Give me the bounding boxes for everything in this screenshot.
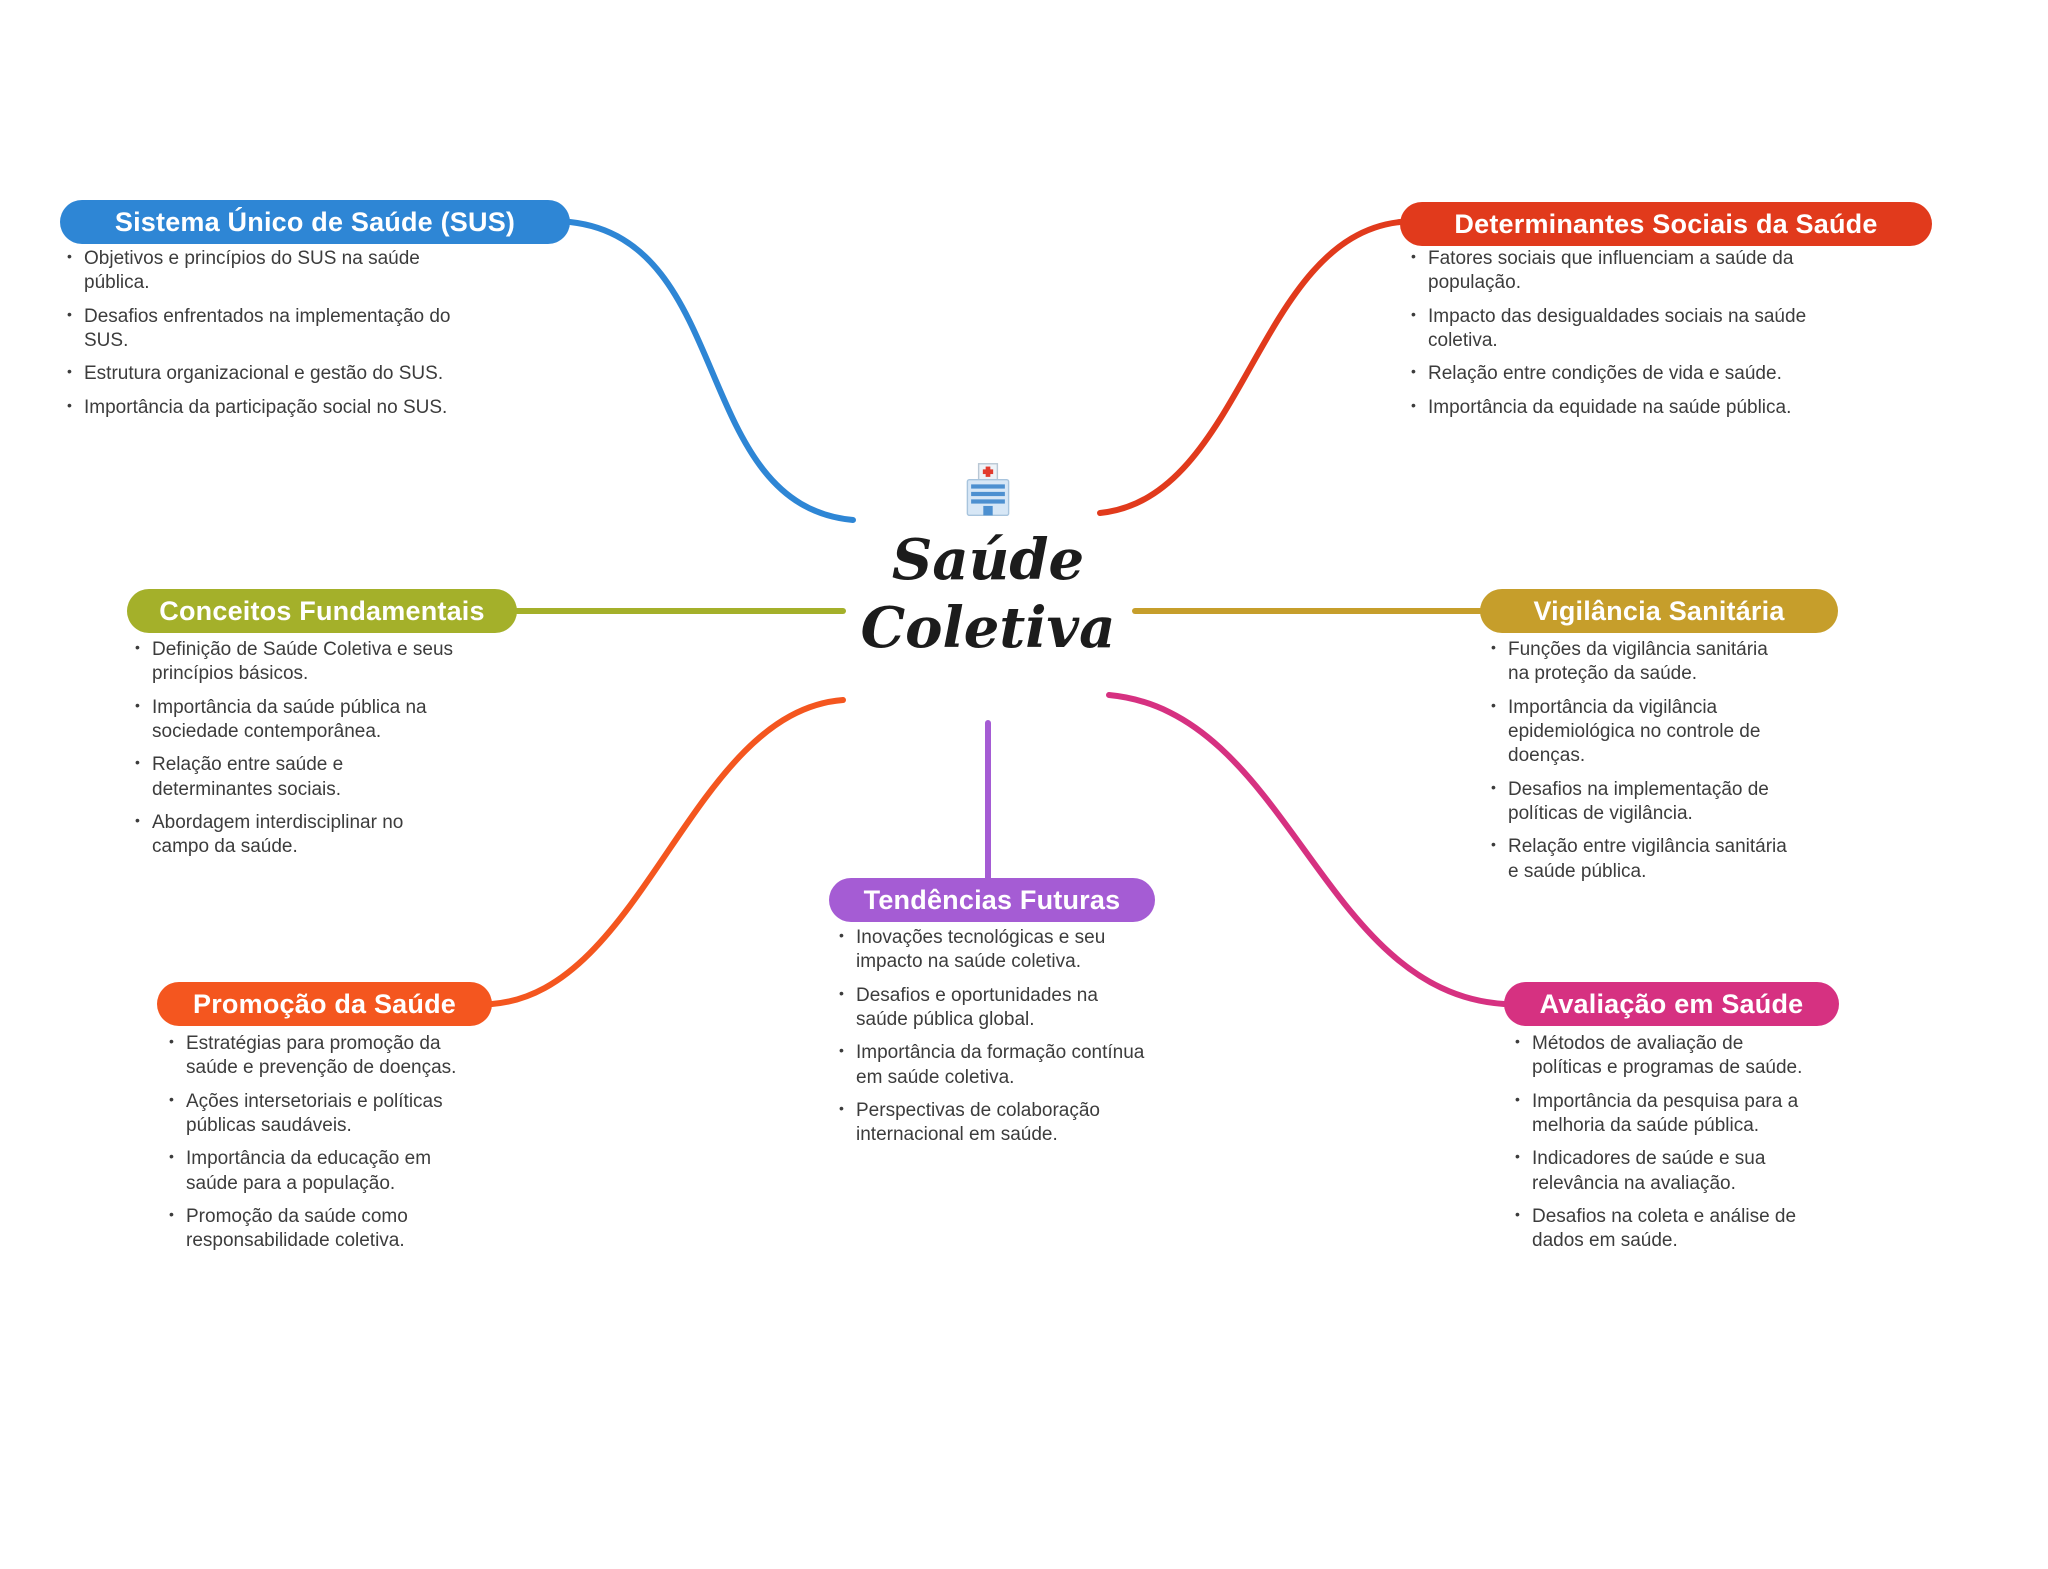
center-title-line-1: Saúde [891,527,1085,593]
branch-determinantes-label: Determinantes Sociais da Saúde [1454,208,1878,239]
list-item: Estrutura organizacional e gestão do SUS… [64,362,484,386]
list-item: Desafios e oportunidades na saúde públic… [836,984,1151,1033]
branch-vigilancia-pill: Vigilância Sanitária [1480,589,1838,633]
list-item: Importância da equidade na saúde pública… [1408,396,1828,420]
branch-avaliacao-label: Avaliação em Saúde [1539,988,1804,1019]
list-item: Inovações tecnológicas e seu impacto na … [836,926,1151,975]
branch-determinantes-items: Fatores sociais que influenciam a saúde … [1408,247,1828,429]
branch-sus-items: Objetivos e princípios do SUS na saúde p… [64,247,484,429]
branch-avaliacao-items: Métodos de avaliação de políticas e prog… [1512,1032,1817,1263]
branch-avaliacao-pill: Avaliação em Saúde [1504,982,1839,1026]
list-item: Abordagem interdisciplinar no campo da s… [132,811,462,860]
list-item: Impacto das desigualdades sociais na saú… [1408,305,1828,354]
branch-tendencias-pill: Tendências Futuras [829,878,1155,922]
connector-sus-line [567,219,856,523]
branch-tendencias-label: Tendências Futuras [863,884,1121,915]
list-item: Relação entre saúde e determinantes soci… [132,753,462,802]
connector-promocao-line [489,697,846,1007]
list-item: Ações intersetoriais e políticas pública… [166,1090,486,1139]
list-item: Objetivos e princípios do SUS na saúde p… [64,247,484,296]
branch-vigilancia-label: Vigilância Sanitária [1533,595,1785,626]
list-item: Estratégias para promoção da saúde e pre… [166,1032,486,1081]
list-item: Definição de Saúde Coletiva e seus princ… [132,638,462,687]
list-item: Importância da saúde pública na sociedad… [132,696,462,745]
list-item: Desafios na implementação de políticas d… [1488,778,1788,827]
branch-conceitos-items: Definição de Saúde Coletiva e seus princ… [132,638,462,869]
list-item: Relação entre condições de vida e saúde. [1408,362,1828,386]
branch-conceitos-pill: Conceitos Fundamentais [127,589,517,633]
hospital-icon [966,463,1010,517]
list-item: Funções da vigilância sanitária na prote… [1488,638,1788,687]
list-item: Fatores sociais que influenciam a saúde … [1408,247,1828,296]
branch-promocao-label: Promoção da Saúde [193,988,456,1019]
list-item: Desafios na coleta e análise de dados em… [1512,1205,1817,1254]
branch-sus-pill: Sistema Único de Saúde (SUS) [60,200,570,244]
list-item: Promoção da saúde como responsabilidade … [166,1205,486,1254]
list-item: Indicadores de saúde e sua relevância na… [1512,1147,1817,1196]
list-item: Importância da vigilância epidemiológica… [1488,696,1788,769]
branch-determinantes-pill: Determinantes Sociais da Saúde [1400,202,1932,246]
list-item: Desafios enfrentados na implementação do… [64,305,484,354]
list-item: Importância da pesquisa para a melhoria … [1512,1090,1817,1139]
center-node: Saúde Coletiva [823,460,1153,663]
list-item: Importância da educação em saúde para a … [166,1147,486,1196]
connector-avaliacao-line [1106,692,1507,1007]
branch-sus-label: Sistema Único de Saúde (SUS) [114,206,516,237]
branch-conceitos-label: Conceitos Fundamentais [159,595,485,626]
list-item: Importância da participação social no SU… [64,396,484,420]
branch-tendencias-items: Inovações tecnológicas e seu impacto na … [836,926,1151,1157]
center-title-line-2: Coletiva [860,595,1116,662]
list-item: Relação entre vigilância sanitária e saú… [1488,835,1788,884]
branch-vigilancia-items: Funções da vigilância sanitária na prote… [1488,638,1788,893]
list-item: Importância da formação contínua em saúd… [836,1041,1151,1090]
list-item: Perspectivas de colaboração internaciona… [836,1099,1151,1148]
list-item: Métodos de avaliação de políticas e prog… [1512,1032,1817,1081]
branch-promocao-pill: Promoção da Saúde [157,982,492,1026]
branch-promocao-items: Estratégias para promoção da saúde e pre… [166,1032,486,1263]
